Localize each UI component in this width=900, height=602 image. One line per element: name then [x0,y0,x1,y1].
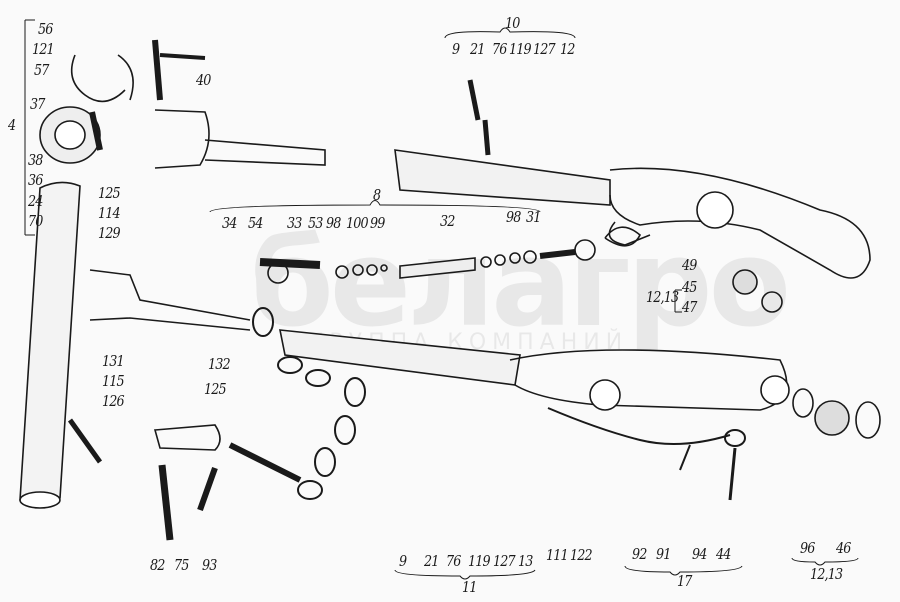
callout-label: 24 [28,192,43,210]
callout-label: 10 [505,14,520,32]
callout-label: 122 [570,546,593,564]
tube-part-24 [19,181,103,509]
callout-label: 11 [462,578,477,596]
callout-label: 93 [202,556,217,574]
plate-part-75 [153,424,221,451]
callout-label: 129 [98,224,121,242]
callout-label: 4 [8,116,16,134]
callout-label: 56 [38,20,53,38]
callout-label: 21 [470,40,485,58]
callout-label: 119 [468,552,491,570]
callout-label: 91 [656,545,671,563]
chain-part-17 [547,407,746,501]
hook-part-49 [604,226,641,247]
callout-label: 46 [836,539,851,557]
callout-label: 40 [196,71,211,89]
callout-label: 9 [399,552,407,570]
callout-label: 17 [677,572,692,590]
lower-link-part-11 [89,269,790,411]
callout-label: 34 [222,214,237,232]
watermark-logo: белагро [250,215,791,354]
callout-label: 47 [682,298,697,316]
callout-label: 115 [102,372,125,390]
callout-label: 121 [32,40,55,58]
callout-label: 57 [34,61,49,79]
callout-label: 53 [308,214,323,232]
callout-label: 127 [533,40,556,58]
ring-part-46 [855,401,881,439]
callout-label: 75 [174,556,189,574]
callout-label: 36 [28,171,43,189]
ring-part-47 [761,291,783,313]
callout-label: 54 [248,214,263,232]
callout-label: 111 [546,546,569,564]
callout-label: 127 [493,552,516,570]
callout-label: 119 [509,40,532,58]
callout-label: 44 [716,545,731,563]
chain-left [228,307,366,500]
callout-label: 9 [452,40,460,58]
callout-label: 99 [370,214,385,232]
upper-link [154,109,326,169]
ball-part-96 [814,400,850,436]
callout-label: 37 [30,95,45,113]
clamp-part-38 [39,54,134,164]
turnbuckle-part-8 [259,239,596,284]
callout-label: 21 [424,552,439,570]
bolt-part-82 [158,464,174,541]
callout-label: 94 [692,545,707,563]
callout-label: 131 [102,352,125,370]
callout-label: 132 [208,355,231,373]
callout-label: 12,13 [646,288,679,306]
callout-label: 45 [682,278,697,296]
callout-label: 38 [28,151,43,169]
callout-label: 31 [526,208,541,226]
callout-label: 92 [632,545,647,563]
callout-label: 98 [326,214,341,232]
callout-label: 125 [204,380,227,398]
callout-label: 76 [446,552,461,570]
callout-label: 98 [506,208,521,226]
callout-label: 125 [98,184,121,202]
callout-label: 76 [492,40,507,58]
callout-label: 13 [518,552,533,570]
ball-part-45 [732,269,758,295]
callout-label: 32 [440,212,455,230]
callout-label: 12 [560,40,575,58]
callout-label: 100 [346,214,369,232]
bolt-part-93 [197,466,218,512]
callout-label: 49 [682,256,697,274]
callout-label: 12,13 [810,565,843,583]
callout-label: 8 [373,186,381,204]
callout-label: 96 [800,539,815,557]
bolt-part-40 [152,39,163,101]
callout-label: 33 [287,214,302,232]
callout-label: 82 [150,556,165,574]
callout-label: 114 [98,204,121,222]
callout-label: 70 [28,212,43,230]
callout-label: 126 [102,392,125,410]
lower-link-part-12 [394,149,871,279]
